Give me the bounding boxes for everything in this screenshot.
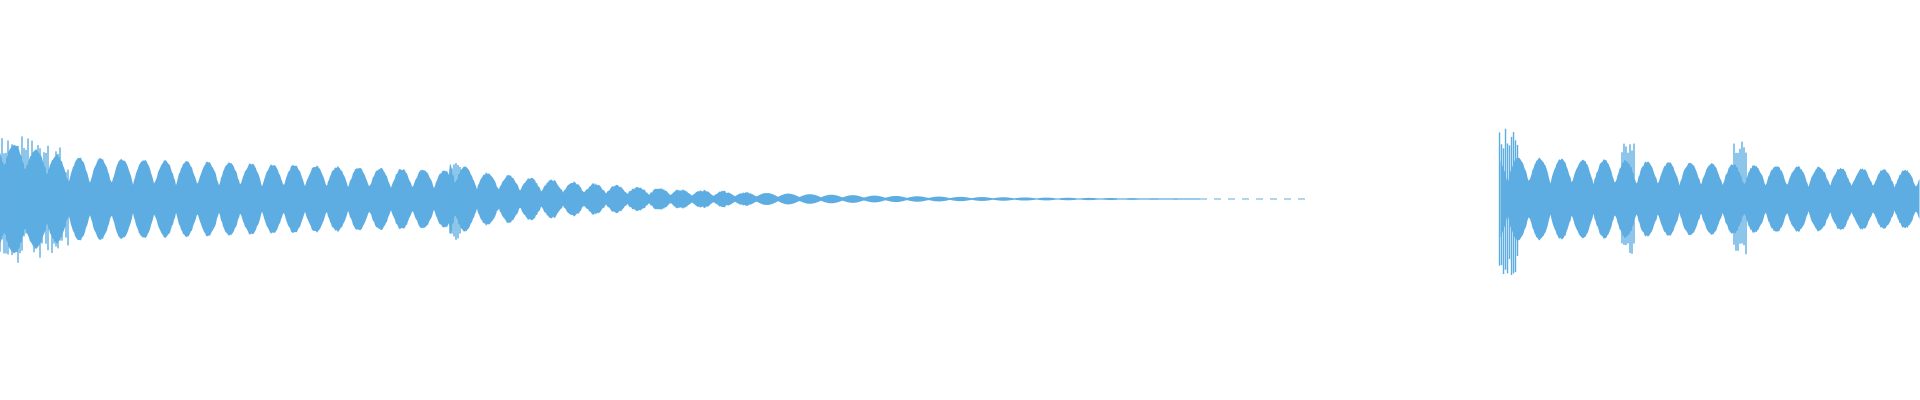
waveform-clip-2[interactable] — [1498, 128, 1920, 275]
waveform-clip-1[interactable] — [0, 136, 1305, 263]
waveform-clip-1-body — [0, 144, 1200, 254]
waveform-clip-2-body — [1500, 156, 1920, 242]
